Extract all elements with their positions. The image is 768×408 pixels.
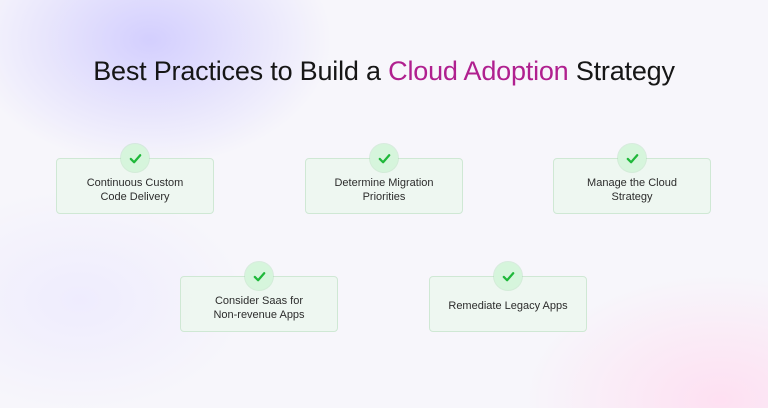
title-text: Best Practices to Build a: [93, 56, 389, 86]
practice-label: Determine Migration Priorities: [334, 177, 434, 204]
title-accent-text: Cloud Adoption: [388, 56, 569, 86]
check-icon: [370, 144, 398, 172]
practice-label: Remediate Legacy Apps: [448, 300, 568, 313]
page-title: Best Practices to Build a Cloud Adoption…: [0, 56, 768, 87]
check-icon: [121, 144, 149, 172]
check-icon: [494, 262, 522, 290]
title-text-end: Strategy: [568, 56, 675, 86]
practice-label: Manage the Cloud Strategy: [587, 177, 677, 204]
practice-label: Consider Saas for Non-revenue Apps: [213, 295, 305, 322]
check-icon: [245, 262, 273, 290]
practice-label: Continuous Custom Code Delivery: [86, 177, 184, 204]
check-icon: [618, 144, 646, 172]
